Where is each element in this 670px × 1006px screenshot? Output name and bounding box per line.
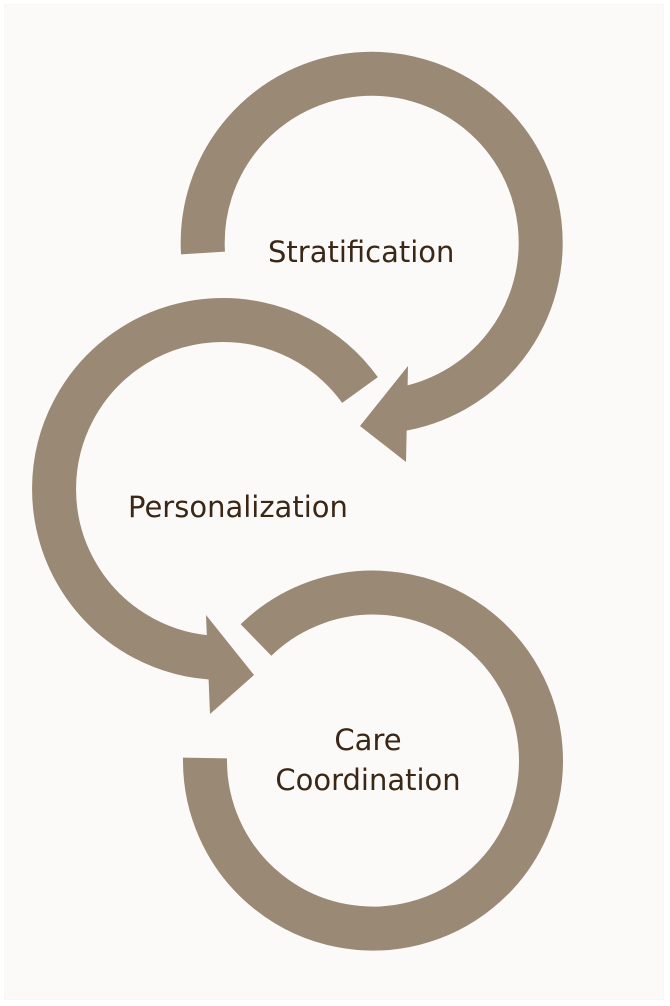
- stratification-arc: [180, 51, 563, 432]
- care-coordination-arc: [182, 570, 563, 951]
- care-coordination-arc-icon: [182, 570, 563, 951]
- stratification-arrowhead: [360, 366, 408, 462]
- care-label-line1: Care: [334, 723, 402, 757]
- personalization-arc: [32, 298, 378, 680]
- stage-label-care-coordination: Care Coordination: [268, 720, 468, 800]
- personalization-arrow-icon: [32, 298, 378, 714]
- personalization-arrowhead: [206, 615, 254, 714]
- stratification-arrow-icon: [180, 51, 563, 462]
- stage-label-personalization: Personalization: [128, 490, 348, 524]
- care-label-line2: Coordination: [275, 763, 461, 797]
- diagram-panel: [4, 4, 664, 1000]
- stage-label-stratification: Stratification: [268, 235, 455, 269]
